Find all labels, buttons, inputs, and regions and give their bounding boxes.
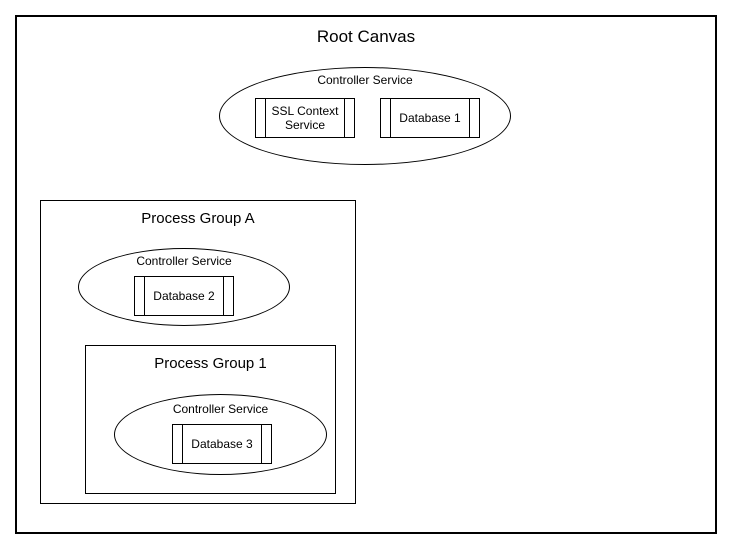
component-label: Database 1 <box>399 111 461 125</box>
component-label: Database 3 <box>191 437 253 451</box>
component-left-bar <box>182 425 183 463</box>
root-canvas-title: Root Canvas <box>316 27 416 46</box>
process-group-a-title: Process Group A <box>141 210 255 227</box>
component-left-bar <box>390 99 391 137</box>
component-right-bar <box>223 277 224 315</box>
pg1-controller-service-scope: Controller Service Database 3 <box>114 394 327 475</box>
database-2-component: Database 2 <box>134 276 234 316</box>
database-3-component: Database 3 <box>172 424 272 464</box>
controller-service-label: Controller Service <box>172 402 269 416</box>
database-1-component: Database 1 <box>380 98 480 138</box>
component-right-bar <box>344 99 345 137</box>
component-right-bar <box>261 425 262 463</box>
component-label: Database 2 <box>153 289 215 303</box>
process-group-a: Process Group A Controller Service Datab… <box>40 200 356 504</box>
component-left-bar <box>265 99 266 137</box>
process-group-1: Process Group 1 Controller Service Datab… <box>85 345 336 494</box>
controller-service-label: Controller Service <box>317 73 413 87</box>
component-left-bar <box>144 277 145 315</box>
controller-service-label: Controller Service <box>136 254 232 268</box>
root-canvas: Root Canvas Controller Service SSL Conte… <box>15 15 717 534</box>
process-group-1-title: Process Group 1 <box>154 355 267 372</box>
component-label: SSL Context Service <box>271 104 339 132</box>
pga-controller-service-scope: Controller Service Database 2 <box>78 248 290 326</box>
ssl-context-service-component: SSL Context Service <box>255 98 355 138</box>
component-right-bar <box>469 99 470 137</box>
root-controller-service-scope: Controller Service SSL Context Service D… <box>219 67 511 165</box>
